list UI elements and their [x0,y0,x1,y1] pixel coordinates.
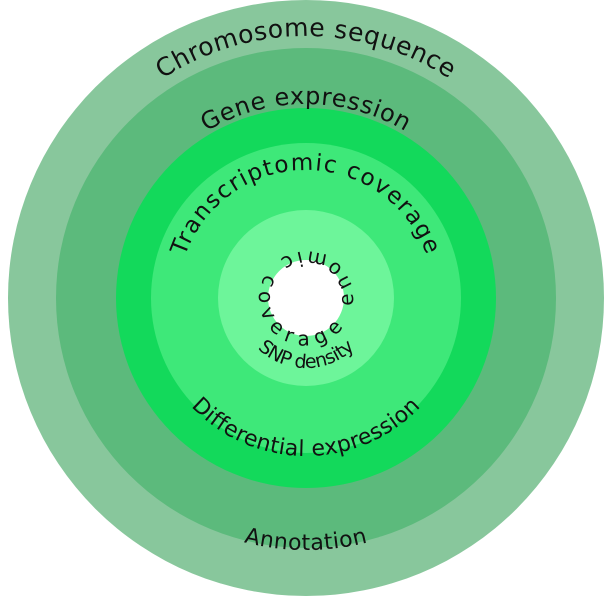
center-hole [268,260,344,336]
